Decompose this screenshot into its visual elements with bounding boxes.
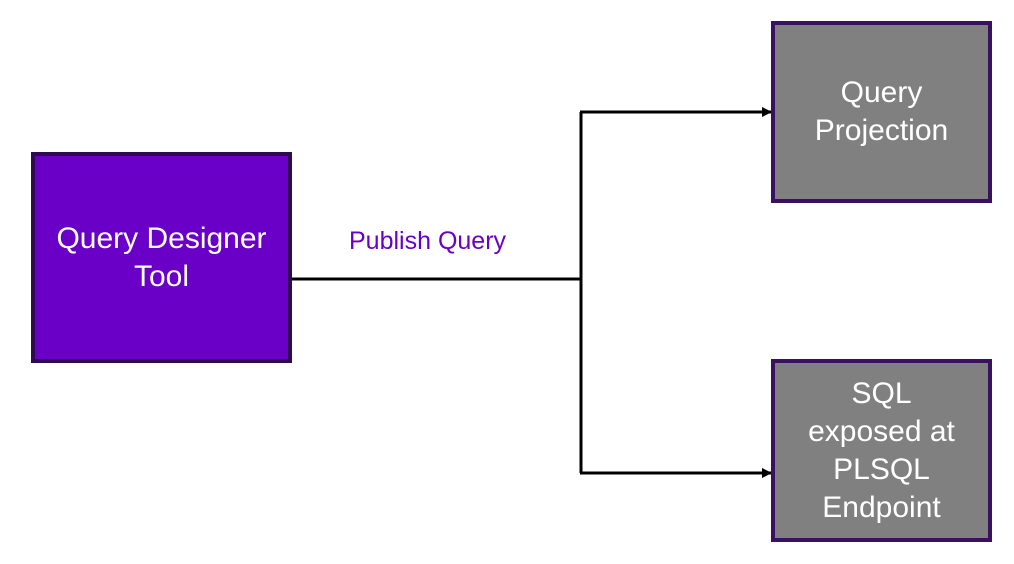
node-label-line: Query [840,76,923,109]
query-projection-node: Query Projection [771,21,992,203]
publish-query-label: Publish Query [349,227,507,255]
sql-plsql-endpoint-node: SQL exposed at PLSQL Endpoint [771,359,992,542]
node-label-line: SQL [851,376,912,410]
node-label-line: PLSQL [833,452,930,486]
node-label-line: Endpoint [822,490,941,524]
node-label-line: Projection [814,114,949,147]
node-label-line: Tool [133,259,190,293]
query-designer-tool-node: Query Designer Tool [31,152,292,363]
node-label-line: exposed at [808,414,955,448]
node-label-line: Query Designer [56,221,267,255]
